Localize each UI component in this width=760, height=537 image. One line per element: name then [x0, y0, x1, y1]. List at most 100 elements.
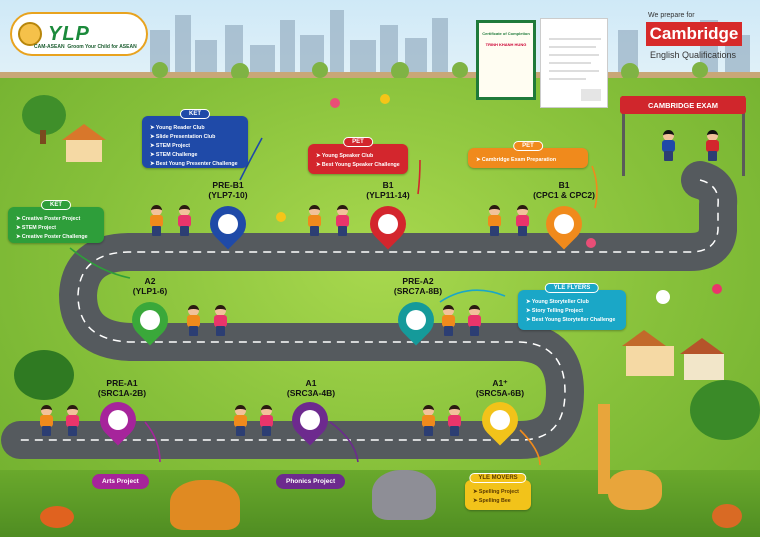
cambridge-brand: Cambridge — [646, 22, 742, 46]
giraffe-body — [608, 470, 662, 510]
kid-boy-icon — [148, 205, 164, 237]
map-pin-b1-ylp[interactable] — [362, 198, 414, 252]
squirrel-icon — [712, 504, 742, 528]
logo-tagline: CAM-ASEAN Groom Your Child for ASEAN — [34, 44, 137, 50]
ket-header: KET — [180, 109, 210, 119]
kid-boy-icon — [232, 405, 248, 437]
kid-boy-icon — [38, 405, 54, 437]
house — [66, 140, 102, 162]
ket-header: KET — [41, 200, 71, 210]
flyers-header: YLE FLYERS — [544, 283, 600, 293]
kid-girl-icon — [176, 205, 192, 237]
map-pin-a2[interactable] — [124, 294, 176, 348]
elephant-icon — [372, 470, 436, 520]
map-pin-a1[interactable] — [284, 394, 336, 448]
flower — [712, 284, 722, 294]
tree — [22, 95, 66, 135]
list-item: Creative Poster Challenge — [16, 233, 98, 242]
kid-girl-icon — [64, 405, 80, 437]
flower — [586, 238, 596, 248]
list-item: Story Telling Project — [526, 307, 620, 316]
kid-girl-icon — [334, 205, 350, 237]
list-item: Young Reader Club — [150, 124, 242, 133]
level-label-pre-a1: PRE-A1(SRC1A-2B) — [97, 378, 147, 398]
list-item: Best Young Storyteller Challenge — [526, 316, 620, 325]
arts-project-pill: Arts Project — [92, 474, 149, 489]
kid-girl-icon — [258, 405, 274, 437]
pet-box-exam: PET Cambridge Exam Preparation — [468, 141, 588, 168]
flower — [380, 94, 390, 104]
map-pin-pre-b1[interactable] — [202, 198, 254, 252]
kid-girl-icon — [466, 305, 482, 337]
kid-boy-icon — [486, 205, 502, 237]
list-item: Spelling Project — [473, 488, 525, 497]
level-label-b1-cpc: B1(CPC1 & CPC2) — [533, 180, 595, 200]
kid-girl-icon — [212, 305, 228, 337]
list-item: STEM Project — [150, 142, 242, 151]
map-pin-b1-cpc[interactable] — [538, 198, 590, 252]
flower — [276, 212, 286, 222]
kid-boy-icon — [306, 205, 322, 237]
tree — [14, 350, 74, 400]
phonics-project-pill: Phonics Project — [276, 474, 346, 489]
ylp-logo[interactable]: YLP CAM-ASEAN Groom Your Child for ASEAN — [10, 12, 148, 56]
house-roof — [62, 124, 106, 140]
list-item: Young Storyteller Club — [526, 298, 620, 307]
house — [626, 346, 674, 376]
kid-girl-icon — [514, 205, 530, 237]
yle-movers-box: YLE MOVERS Spelling Project Spelling Bee — [465, 473, 531, 510]
list-item: Cambridge Exam Preparation — [476, 156, 582, 165]
kid-graduate-icon — [704, 130, 720, 162]
map-pin-pre-a2[interactable] — [390, 294, 442, 348]
level-label-a1-plus: A1⁺(SRC5A-6B) — [475, 378, 525, 398]
tree-trunk — [40, 130, 46, 144]
banner-pole-right — [742, 96, 745, 176]
logo-text: YLP — [48, 22, 90, 45]
flower — [330, 98, 340, 108]
house-roof — [622, 330, 666, 346]
level-label-pre-a2: PRE-A2(SRC7A-8B) — [393, 276, 443, 296]
list-item: Young Speaker Club — [316, 152, 402, 161]
list-item: STEM Project — [16, 224, 98, 233]
house-roof — [680, 338, 724, 354]
kid-graduate-icon — [660, 130, 676, 162]
map-pin-pre-a1[interactable] — [92, 394, 144, 448]
kid-boy-icon — [185, 305, 201, 337]
cambridge-sub: English Qualifications — [650, 50, 737, 60]
pet-box-speaker: PET Young Speaker Club Best Young Speake… — [308, 137, 408, 174]
certificate-title: Certificate of Completion — [482, 31, 530, 36]
house — [684, 354, 724, 380]
ket-box-top: KET Young Reader Club Slide Presentation… — [142, 109, 248, 169]
list-item: STEM Challenge — [150, 151, 242, 160]
list-item: Slide Presentation Club — [150, 133, 242, 142]
cambridge-pre-text: We prepare for — [648, 12, 695, 19]
cam-asean-seal-icon — [18, 22, 42, 46]
list-item: Best Young Speaker Challenge — [316, 161, 402, 170]
map-pin-a1-plus[interactable] — [474, 394, 526, 448]
kid-girl-icon — [446, 405, 462, 437]
giraffe-icon — [598, 404, 610, 494]
yle-flyers-box: YLE FLYERS Young Storyteller Club Story … — [518, 283, 626, 330]
cambridge-exam-banner: CAMBRIDGE EXAM — [620, 96, 746, 114]
movers-header: YLE MOVERS — [469, 473, 527, 483]
list-item: Best Young Presenter Challenge — [150, 160, 242, 169]
cambridge-certificate — [540, 18, 608, 108]
level-label-a2: A2(YLP1-6) — [132, 276, 168, 296]
tree — [690, 380, 760, 440]
banner-pole-left — [622, 96, 625, 176]
certificate-completion: Certificate of Completion TRINH KHANH HU… — [476, 20, 536, 100]
list-item: Creative Poster Project — [16, 215, 98, 224]
level-label-a1: A1(SRC3A-4B) — [286, 378, 336, 398]
certificate-name: TRINH KHANH HUNG — [485, 42, 527, 47]
pet-header: PET — [343, 137, 373, 147]
level-label-pre-b1: PRE-B1(YLP7-10) — [208, 180, 248, 200]
level-label-b1-ylp: B1(YLP11-14) — [366, 180, 410, 200]
kid-boy-icon — [440, 305, 456, 337]
kid-boy-icon — [420, 405, 436, 437]
ket-box-left: KET Creative Poster Project STEM Project… — [8, 200, 104, 243]
lion-icon — [170, 480, 240, 530]
pet-header: PET — [513, 141, 543, 151]
fox-icon — [40, 506, 74, 528]
flower — [656, 290, 670, 304]
